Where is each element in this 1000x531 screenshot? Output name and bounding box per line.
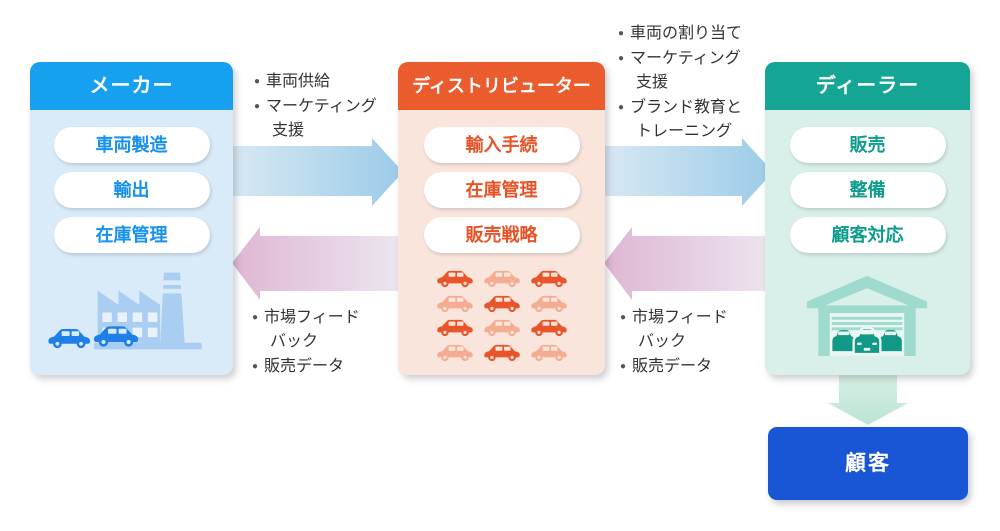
distributor-item-import: 輸入手続 [423,127,580,163]
dealer-item-maintenance: 整備 [789,172,946,208]
notes-distributor-to-dealer: 車両の割り当て マーケティング 支援 ブランド教育と トレーニング [618,22,770,145]
car-side-icon [483,295,520,312]
note-item: 市場フィード バック [620,306,766,354]
car-side-icon [483,344,520,361]
note-item: 車両供給 [254,70,400,94]
panel-maker-title: メーカー [30,62,233,110]
arrow-maker-to-distributor [228,138,403,206]
note-item: 市場フィード バック [252,306,398,354]
arrow-distributor-to-dealer [600,138,773,206]
note-item: マーケティング 支援 [618,47,770,95]
car-side-icon [483,270,520,288]
customer-box: 顧客 [768,427,968,500]
garage-icon [805,270,929,363]
panel-maker: メーカー 車両製造 輸出 在庫管理 [30,62,233,375]
maker-item-manufacturing: 車両製造 [53,127,210,163]
car-grid [435,268,568,363]
distributor-item-inventory: 在庫管理 [423,172,580,208]
panel-distributor: ディストリビューター 輸入手続 在庫管理 販売戦略 [398,62,605,375]
car-side-icon [436,295,473,312]
panel-dealer: ディーラー 販売 整備 顧客対応 [765,62,970,375]
note-item: 販売データ [252,355,398,379]
car-side-icon [436,319,473,337]
note-item: ブランド教育と トレーニング [618,96,770,144]
car-side-icon [436,270,473,288]
note-item: マーケティング 支援 [254,95,400,143]
arrow-distributor-to-maker [232,227,406,300]
maker-item-export: 輸出 [53,172,210,208]
car-side-icon [530,319,567,337]
car-side-icon [530,344,567,361]
panel-distributor-title: ディストリビューター [398,62,605,110]
notes-maker-to-distributor: 車両供給 マーケティング 支援 [254,70,400,144]
maker-item-inventory: 在庫管理 [53,217,210,253]
dealer-item-customer-service: 顧客対応 [789,217,946,253]
car-side-icon [483,319,520,337]
note-item: 販売データ [620,355,766,379]
distributor-item-sales-strategy: 販売戦略 [423,217,580,253]
note-item: 車両の割り当て [618,22,770,46]
car-side-icon [530,295,567,312]
notes-distributor-to-maker: 市場フィード バック 販売データ [252,306,398,380]
dealer-item-sales: 販売 [789,127,946,163]
factory-car-icon [48,326,139,349]
panel-dealer-title: ディーラー [765,62,970,110]
arrow-dealer-to-customer [828,370,908,425]
car-side-icon [530,270,567,288]
notes-dealer-to-distributor: 市場フィード バック 販売データ [620,306,766,380]
arrow-dealer-to-distributor [604,227,778,300]
factory-icon [46,267,208,362]
dealer-cars-icon [832,327,902,356]
car-side-icon [436,344,473,361]
